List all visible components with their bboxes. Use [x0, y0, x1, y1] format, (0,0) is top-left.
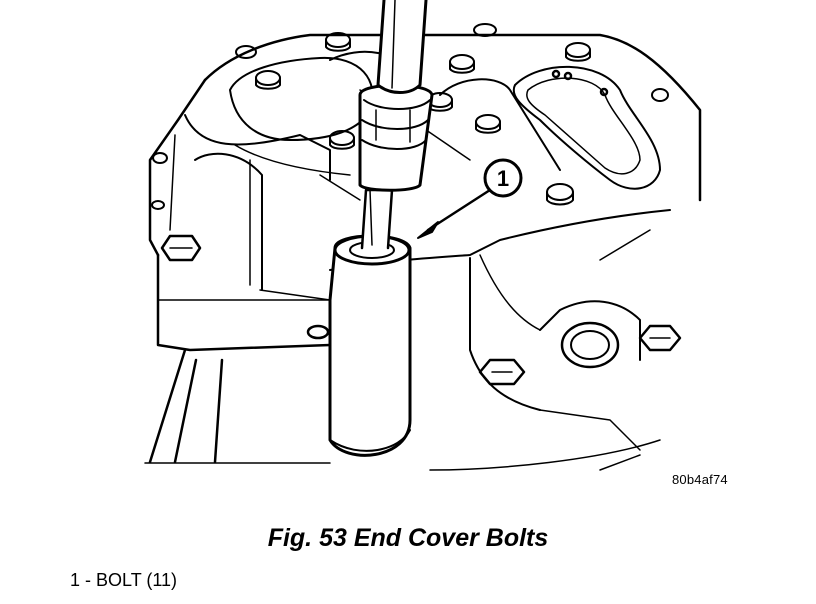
bolt-lower-right [638, 324, 682, 352]
housing-outline [148, 33, 702, 352]
end-cover-boss [328, 234, 412, 457]
end-cover-illustration: 1 [144, 0, 702, 471]
top-cover-pattern [229, 50, 661, 190]
bolt-left-flange [160, 234, 202, 262]
legend-item: 1 - BOLT (11) [70, 570, 178, 590]
hex-bolts [160, 234, 682, 386]
figure-caption: Fig. 53 End Cover Bolts [267, 524, 549, 552]
callout-number: 1 [497, 166, 509, 191]
callout-1: 1 [417, 158, 523, 239]
legend: 1 - BOLT (11) [70, 570, 177, 591]
bolt-flange-small [306, 324, 330, 340]
figure-reference-code: 80b4af74 [672, 472, 728, 487]
bolt-lower-middle [478, 358, 526, 386]
socket-wrench-drawing [358, 0, 434, 250]
bolt-drawing [325, 32, 351, 52]
base-lines [144, 348, 331, 464]
